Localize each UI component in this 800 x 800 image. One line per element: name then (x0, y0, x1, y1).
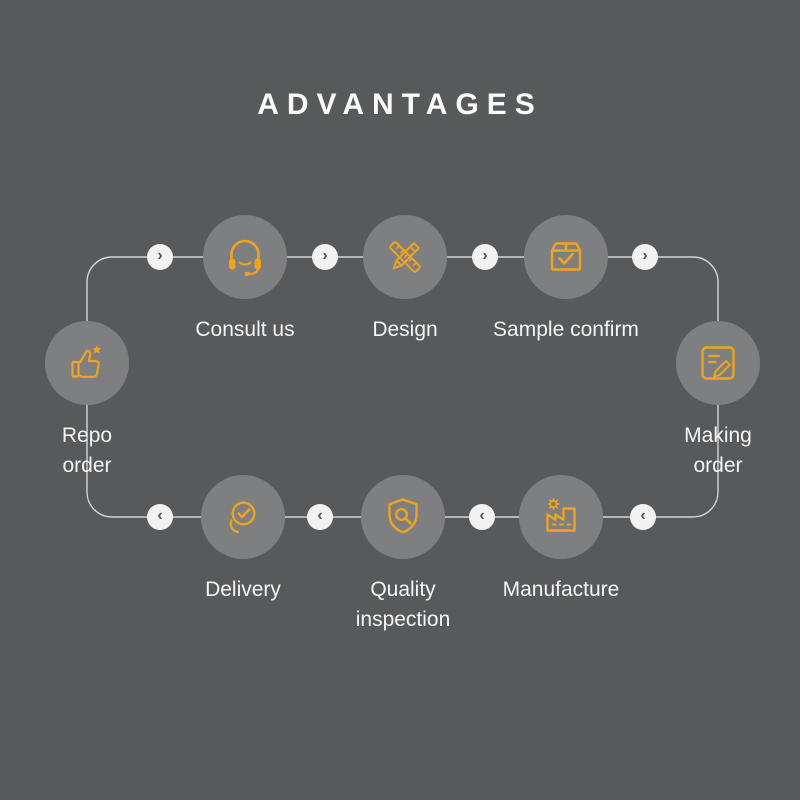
step-making-order: Making order (668, 321, 768, 481)
page-title: ADVANTAGES (257, 88, 543, 121)
flow-arrow: ‹ (469, 504, 495, 530)
document-pencil-icon (701, 346, 735, 380)
step-label: Making order (684, 424, 752, 477)
step-manufacture: Manufacture (481, 475, 641, 605)
step-sample-confirm: Sample confirm (456, 215, 676, 345)
step-consult-us: Consult us (165, 215, 325, 345)
step-label: Manufacture (502, 578, 620, 601)
step-circle (201, 475, 285, 559)
flow-arrow: ‹ (307, 504, 333, 530)
step-label: Delivery (205, 578, 281, 601)
step-quality-inspection: Quality inspection (343, 475, 463, 635)
step-label: Sample confirm (493, 318, 639, 341)
step-label: Consult us (195, 318, 295, 341)
step-circle (519, 475, 603, 559)
flow-arrow: › (312, 244, 338, 270)
step-circle (676, 321, 760, 405)
chevron-right-icon: › (157, 247, 163, 264)
step-circle (363, 215, 447, 299)
flow-arrow: › (632, 244, 658, 270)
flow-arrow: › (472, 244, 498, 270)
flow-arrow: ‹ (630, 504, 656, 530)
factory-gear-icon (546, 498, 576, 532)
package-check-icon (550, 242, 582, 271)
chevron-right-icon: › (482, 247, 488, 264)
pencil-ruler-icon (389, 241, 421, 273)
step-design: Design (335, 215, 475, 345)
step-circle (361, 475, 445, 559)
chevron-left-icon: ‹ (317, 507, 323, 524)
flow-arrow: › (147, 244, 173, 270)
headset-icon (229, 239, 261, 277)
step-circle (45, 321, 129, 405)
step-label: Repo order (61, 424, 113, 477)
flow-arrow: ‹ (147, 504, 173, 530)
thumbs-up-star-icon (71, 345, 102, 378)
step-circle (524, 215, 608, 299)
step-repo-order: Repo order (45, 321, 129, 481)
step-label: Quality inspection (355, 578, 451, 631)
shield-magnifier-icon (388, 498, 418, 534)
step-delivery: Delivery (173, 475, 313, 605)
chevron-right-icon: › (322, 247, 328, 264)
chevron-left-icon: ‹ (640, 507, 646, 524)
step-label: Design (372, 318, 438, 341)
step-circle (203, 215, 287, 299)
timer-check-icon (229, 501, 256, 534)
chevron-left-icon: ‹ (157, 507, 163, 524)
chevron-left-icon: ‹ (479, 507, 485, 524)
chevron-right-icon: › (642, 247, 648, 264)
